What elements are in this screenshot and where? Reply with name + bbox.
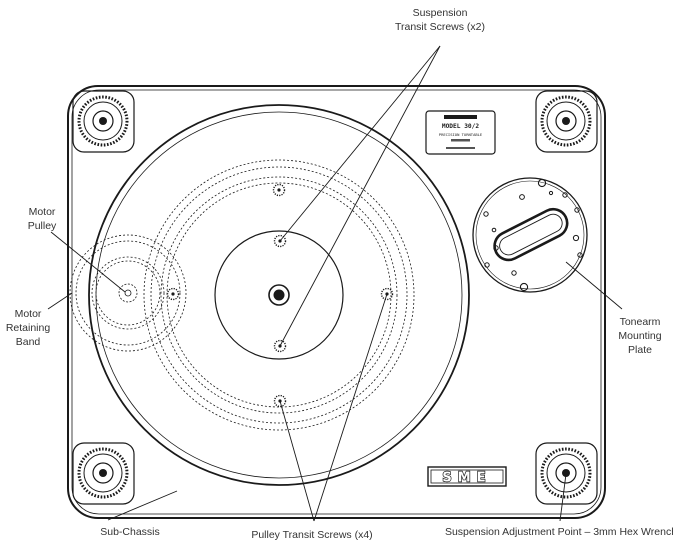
label-tonearm-line3: Plate	[628, 344, 652, 356]
sme-logo-text: SME	[442, 471, 491, 486]
tonearm-mounting-plate	[472, 177, 588, 293]
platter	[88, 104, 470, 486]
label-suspension-screws-line2: Transit Screws (x2)	[395, 21, 485, 33]
label-suspension-screws-line1: Suspension	[413, 7, 468, 19]
label-motor-band-line3: Band	[16, 336, 41, 348]
label-adjustment-point: Suspension Adjustment Point – 3mm Hex Wr…	[445, 526, 673, 538]
label-motor-band-line2: Retaining	[6, 322, 51, 334]
label-tonearm-line1: Tonearm	[620, 316, 661, 328]
suspension-tower-bottom-left	[72, 442, 135, 505]
label-motor-pulley-line1: Motor	[29, 206, 56, 218]
label-sub-chassis: Sub-Chassis	[100, 526, 160, 538]
spindle-hub	[214, 230, 344, 360]
sme-logo: SME	[427, 466, 507, 487]
pulley-screw-left	[166, 287, 180, 301]
chassis	[67, 85, 606, 519]
label-pulley-screws: Pulley Transit Screws (x4)	[251, 529, 372, 541]
motor-retaining-band	[69, 234, 187, 352]
nameplate-subtitle: PRECISION TURNTABLE	[439, 132, 483, 137]
nameplate-model: MODEL 30/2	[442, 123, 480, 130]
screw-top	[272, 183, 286, 197]
label-tonearm-line2: Mounting	[618, 330, 661, 342]
label-motor-band-line1: Motor	[15, 308, 42, 320]
callout-lines	[47, 45, 623, 522]
suspension-tower-top-right	[535, 90, 598, 153]
suspension-tower-bottom-right	[535, 442, 598, 505]
label-motor-pulley-line2: Pulley	[28, 220, 57, 232]
motor-pulley	[118, 283, 138, 303]
suspension-tower-top-left	[72, 90, 135, 153]
labels: Suspension Transit Screws (x2) Motor Pul…	[6, 7, 673, 541]
model-nameplate: MODEL 30/2 PRECISION TURNTABLE	[425, 110, 496, 155]
